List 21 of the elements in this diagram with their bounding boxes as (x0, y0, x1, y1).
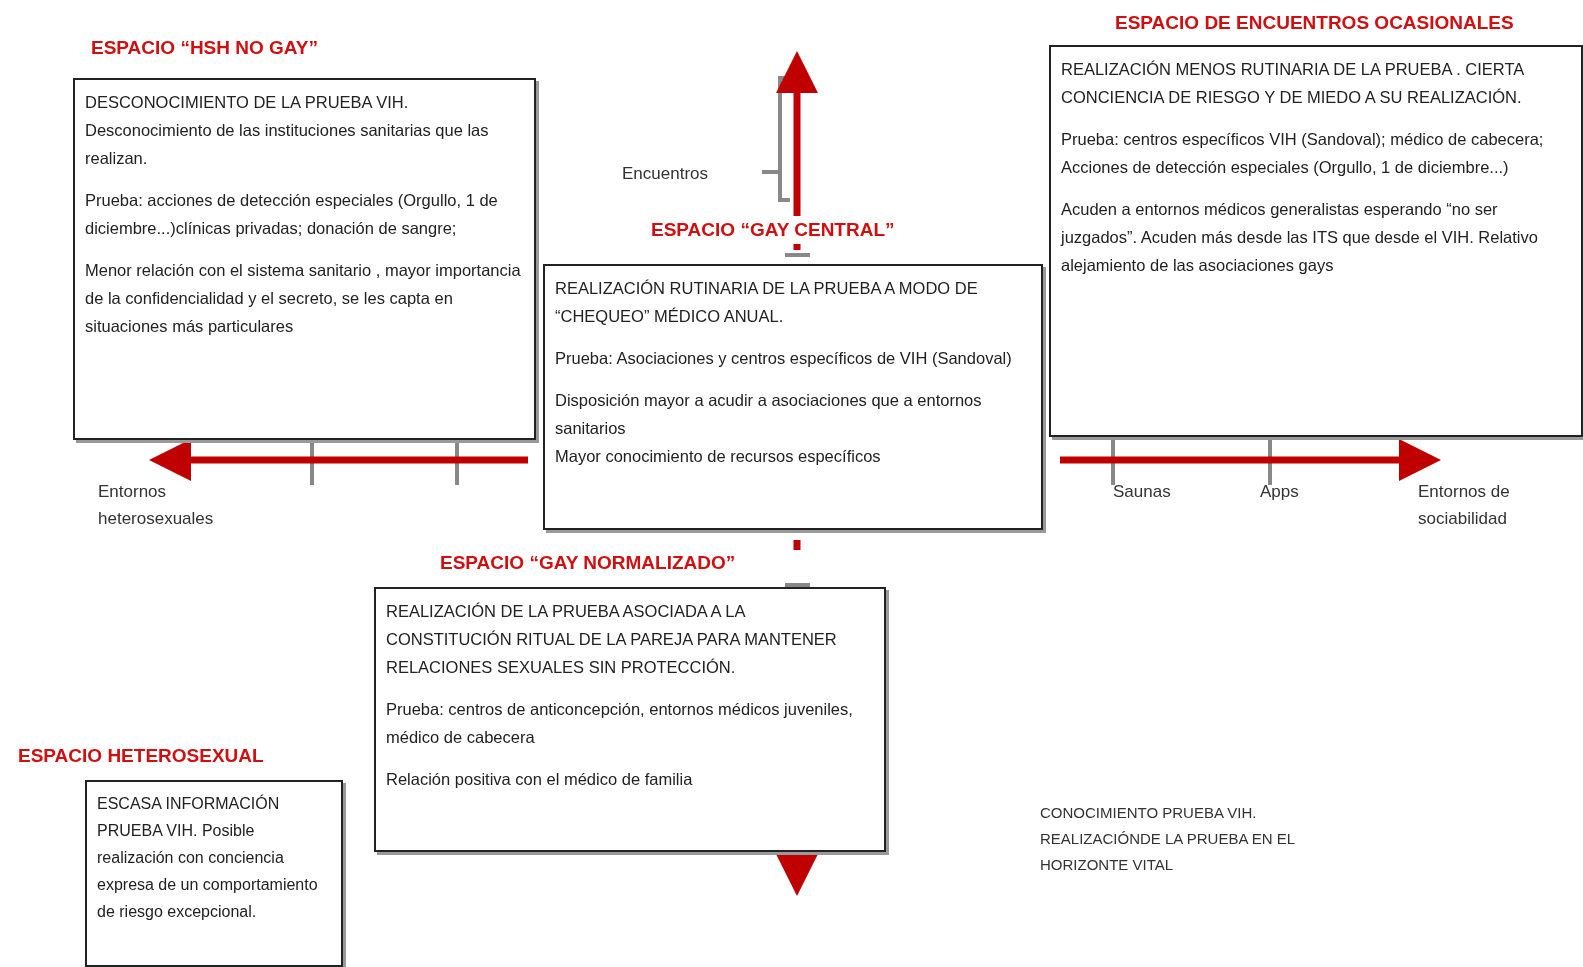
paragraph: REALIZACIÓN DE LA PRUEBA ASOCIADA A LA CONSTITUCIÓN RITUAL DE LA PAREJA PARA MANTENER RELACIONES SEXUALES SIN PROTECCIÓN. (386, 601, 838, 678)
paragraph: Relación positiva con el médico de familia (386, 769, 694, 790)
axis-label: Entornos de sociabilidad (1418, 481, 1511, 530)
paragraph: Prueba: centros específicos VIH (Sandoval); médico de cabecera; (1061, 129, 1545, 150)
paragraph: Acciones de detección especiales (Orgullo, 1 de diciembre...) (1061, 157, 1510, 178)
paragraph: Mayor conocimiento de recursos específicos (555, 446, 882, 467)
paragraph: Disposición mayor a acudir a asociaciones que a entornos sanitarios (555, 390, 983, 439)
axis-label: Entornos heterosexuales (98, 481, 215, 530)
axis-label: Apps (1260, 481, 1300, 503)
paragraph: REALIZACIÓN MENOS RUTINARIA DE LA PRUEBA . CIERTA CONCIENCIA DE RIESGO Y DE MIEDO A SU REALIZACIÓN. (1061, 59, 1525, 108)
paragraph: DESCONOCIMIENTO DE LA PRUEBA VIH. Desconocimiento de las instituciones sanitarias que las realizan. (85, 92, 490, 169)
paragraph: ESCASA INFORMACIÓN PRUEBA VIH. Posible realización con conciencia expresa de un comportamiento de riesgo excepcional. (97, 793, 319, 922)
paragraph: Prueba: acciones de detección especiales (Orgullo, 1 de diciembre...)clínicas privadas; donación de sangre; (85, 190, 499, 239)
paragraph: REALIZACIÓN RUTINARIA DE LA PRUEBA A MODO DE “CHEQUEO” MÉDICO ANUAL. (555, 278, 979, 327)
paragraph: Prueba: Asociaciones y centros específicos de VIH (Sandoval) (555, 348, 1013, 369)
axis-label: Encuentros (622, 163, 709, 185)
axis-label: Saunas (1113, 481, 1172, 503)
note-text: CONOCIMIENTO PRUEBA VIH. REALIZACIÓNDE LA PRUEBA EN EL HORIZONTE VITAL (1040, 803, 1296, 875)
paragraph: Menor relación con el sistema sanitario , mayor importancia de la confidencialidad y el secreto, se les capta en situaciones más particulares (85, 260, 522, 337)
paragraph: Prueba: centros de anticoncepción, entornos médicos juveniles, médico de cabecera (386, 699, 854, 748)
paragraph: Acuden a entornos médicos generalistas esperando “no ser juzgados”. Acuden más desde las ITS que desde el VIH. Relativo alejamiento de las asociaciones gays (1061, 199, 1539, 276)
